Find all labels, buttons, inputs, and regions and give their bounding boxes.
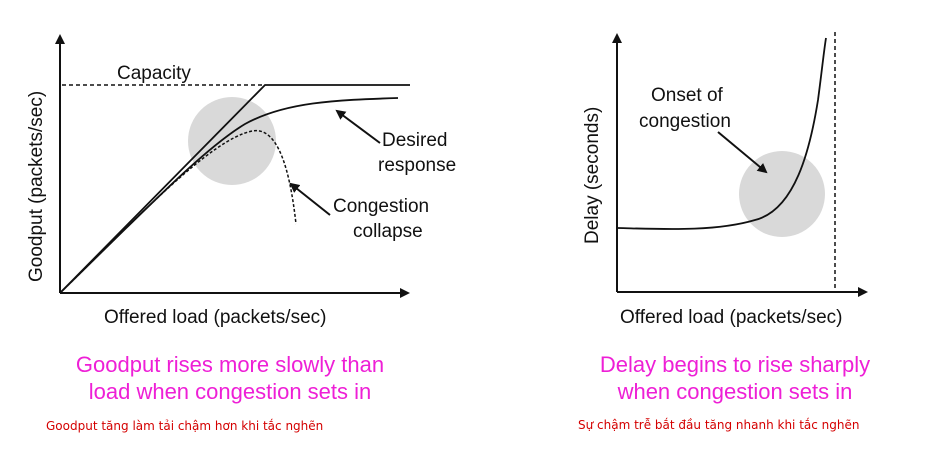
congestion-collapse-arrow (289, 182, 331, 216)
capacity-label: Capacity (117, 63, 191, 84)
desired-response-arrow (335, 109, 381, 144)
desired-response-curve (59, 97, 399, 294)
left-caption: Goodput rises more slowly than load when… (20, 351, 440, 405)
onset-label-line1: Onset of (651, 85, 724, 106)
right-subcaption: Sự chậm trễ bắt đầu tăng nhanh khi tắc n… (578, 418, 860, 432)
left-congestion-highlight (188, 97, 276, 185)
congestion-collapse-curve (59, 129, 297, 294)
right-caption-line1: Delay begins to rise sharply (599, 352, 871, 377)
ideal-goodput-line (59, 84, 410, 294)
left-caption-line1: Goodput rises more slowly than (75, 352, 385, 377)
desired-label-line1: Desired (382, 130, 447, 151)
right-x-axis-label: Offered load (packets/sec) (620, 307, 842, 328)
right-y-axis-label: Delay (seconds) (582, 107, 603, 244)
onset-arrow (717, 131, 768, 174)
onset-label-line2: congestion (639, 111, 731, 132)
right-caption-line2: when congestion sets in (617, 379, 853, 404)
right-caption: Delay begins to rise sharply when conges… (560, 351, 910, 405)
left-subcaption: Goodput tăng làm tải chậm hơn khi tắc ng… (46, 419, 324, 433)
right-plot: Onset of congestion Offered load (packet… (582, 32, 868, 328)
left-x-axis-label: Offered load (packets/sec) (104, 307, 326, 328)
left-caption-line2: load when congestion sets in (88, 379, 372, 404)
right-congestion-highlight (739, 151, 825, 237)
left-plot: Capacity Desired response Congestion col… (26, 34, 456, 328)
collapse-label-line1: Congestion (333, 196, 429, 217)
left-y-axis-label: Goodput (packets/sec) (26, 91, 47, 282)
collapse-label-line2: collapse (353, 221, 423, 242)
desired-label-line2: response (378, 155, 456, 176)
delay-curve (617, 37, 827, 230)
